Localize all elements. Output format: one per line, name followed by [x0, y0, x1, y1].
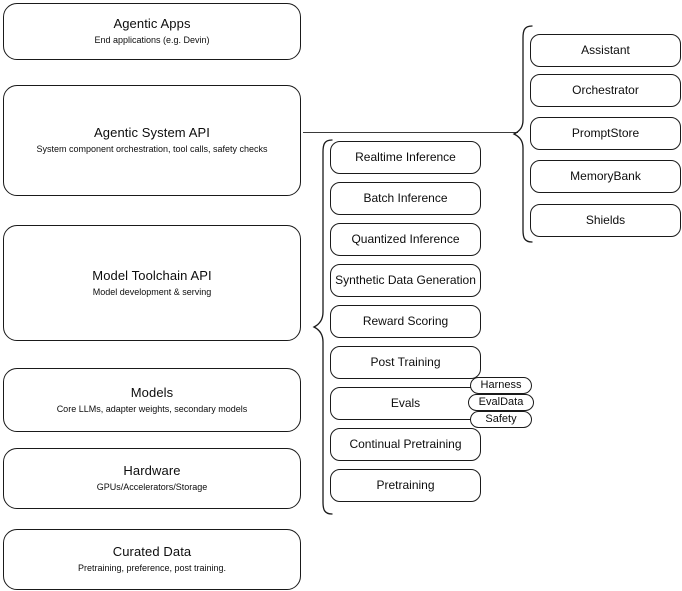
component-shields[interactable]: Shields: [530, 204, 681, 237]
layer-title: Agentic Apps: [113, 16, 191, 31]
eval-pill-label: Safety: [485, 413, 517, 425]
layer-subtitle: Pretraining, preference, post training.: [77, 563, 227, 573]
layer-agentic-apps[interactable]: Agentic Apps End applications (e.g. Devi…: [3, 3, 301, 60]
component-batch-inference[interactable]: Batch Inference: [330, 182, 481, 215]
eval-pill-harness[interactable]: Harness: [470, 377, 532, 394]
component-label: Batch Inference: [363, 191, 448, 205]
component-continual-pretraining[interactable]: Continual Pretraining: [330, 428, 481, 461]
layer-title: Curated Data: [112, 544, 192, 559]
layer-subtitle: End applications (e.g. Devin): [94, 35, 210, 45]
layer-hardware[interactable]: Hardware GPUs/Accelerators/Storage: [3, 448, 301, 509]
component-pretraining[interactable]: Pretraining: [330, 469, 481, 502]
component-label: Shields: [585, 213, 626, 227]
component-label: Quantized Inference: [351, 232, 460, 246]
component-synthetic-data-generation[interactable]: Synthetic Data Generation: [330, 264, 481, 297]
component-memorybank[interactable]: MemoryBank: [530, 160, 681, 193]
eval-pill-label: Harness: [480, 379, 522, 391]
layer-title: Hardware: [123, 463, 181, 478]
component-evals[interactable]: Evals: [330, 387, 481, 420]
layer-title: Agentic System API: [94, 125, 210, 140]
component-assistant[interactable]: Assistant: [530, 34, 681, 67]
component-label: Reward Scoring: [362, 314, 449, 328]
eval-pill-label: EvalData: [478, 396, 524, 408]
component-post-training[interactable]: Post Training: [330, 346, 481, 379]
component-reward-scoring[interactable]: Reward Scoring: [330, 305, 481, 338]
component-label: PromptStore: [571, 126, 640, 140]
component-realtime-inference[interactable]: Realtime Inference: [330, 141, 481, 174]
component-label: Synthetic Data Generation: [335, 273, 476, 287]
connector-system-api-to-components: [303, 132, 518, 133]
layer-title: Model Toolchain API: [92, 267, 212, 283]
layer-models[interactable]: Models Core LLMs, adapter weights, secon…: [3, 368, 301, 432]
component-quantized-inference[interactable]: Quantized Inference: [330, 223, 481, 256]
component-label: MemoryBank: [570, 169, 641, 183]
component-label: Pretraining: [376, 478, 435, 492]
layer-subtitle: System component orchestration, tool cal…: [36, 144, 268, 154]
layer-subtitle: Model development & serving: [92, 286, 212, 297]
layer-model-toolchain-api[interactable]: Model Toolchain API Model development & …: [3, 225, 301, 341]
component-label: Orchestrator: [572, 83, 639, 97]
component-label: Continual Pretraining: [349, 437, 462, 451]
component-label: Assistant: [581, 43, 630, 57]
layer-subtitle: GPUs/Accelerators/Storage: [96, 482, 208, 492]
component-orchestrator[interactable]: Orchestrator: [530, 74, 681, 107]
layer-curated-data[interactable]: Curated Data Pretraining, preference, po…: [3, 529, 301, 590]
eval-pill-safety[interactable]: Safety: [470, 411, 532, 428]
layer-agentic-system-api[interactable]: Agentic System API System component orch…: [3, 85, 301, 196]
component-promptstore[interactable]: PromptStore: [530, 117, 681, 150]
layer-title: Models: [130, 384, 174, 400]
eval-pill-evaldata[interactable]: EvalData: [468, 394, 534, 411]
component-label: Realtime Inference: [355, 150, 456, 164]
component-label: Evals: [390, 396, 421, 410]
component-label: Post Training: [370, 355, 441, 369]
layer-subtitle: Core LLMs, adapter weights, secondary mo…: [56, 403, 248, 414]
